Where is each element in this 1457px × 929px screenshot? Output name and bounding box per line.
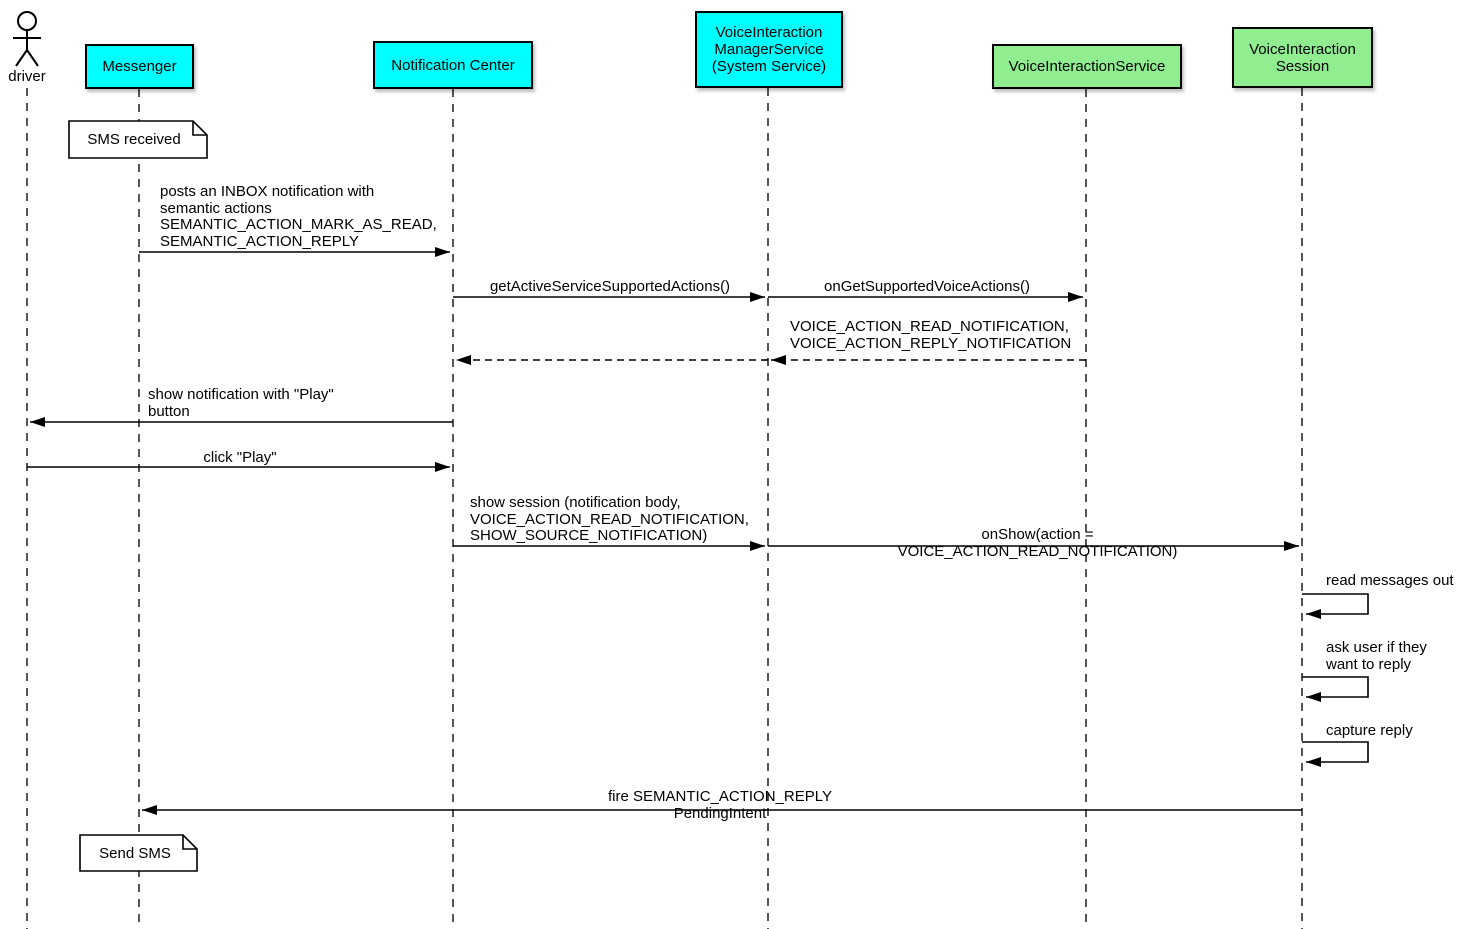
message-capture-reply: capture reply: [1326, 722, 1413, 739]
self-loop-capture-reply: [1302, 741, 1369, 767]
participant-voiceinteraction-service: VoiceInteractionService: [992, 44, 1182, 89]
self-loop-read-messages-out: [1302, 593, 1369, 619]
note-shape-sms-received: [68, 120, 208, 159]
actor-driver-icon: [13, 11, 41, 67]
participant-messenger: Messenger: [85, 44, 194, 89]
message-get-active-service-supported-actions: getActiveServiceSupportedActions(): [489, 278, 731, 295]
message-on-show: onShow(action = VOICE_ACTION_READ_NOTIFI…: [897, 526, 1178, 560]
participant-notification-center: Notification Center: [373, 41, 533, 89]
message-fire-semantic-action-reply: fire SEMANTIC_ACTION_REPLY PendingIntent: [608, 788, 832, 822]
note-shape-send-sms: [79, 834, 198, 872]
message-click-play: click "Play": [203, 449, 277, 466]
note-send-sms: Send SMS: [99, 844, 171, 862]
participant-voiceinteraction-session: VoiceInteraction Session: [1232, 27, 1373, 88]
message-read-messages-out: read messages out: [1326, 572, 1454, 589]
message-show-session: show session (notification body, VOICE_A…: [470, 494, 749, 544]
message-on-get-supported-voice-actions: onGetSupportedVoiceActions(): [824, 278, 1030, 295]
actor-driver-label: driver: [8, 68, 46, 85]
message-show-notification-play: show notification with "Play" button: [148, 386, 334, 420]
message-ask-user-reply: ask user if they want to reply: [1326, 639, 1427, 673]
message-return-voice-actions: VOICE_ACTION_READ_NOTIFICATION, VOICE_AC…: [790, 318, 1072, 352]
note-fold-send-sms: [182, 835, 197, 850]
note-fold-sms-received: [192, 121, 207, 136]
message-posts-inbox-notification: posts an INBOX notification with semanti…: [160, 183, 437, 250]
self-loop-ask-user-reply: [1302, 676, 1369, 702]
participant-voiceinteraction-manager-service: VoiceInteraction ManagerService (System …: [695, 11, 843, 88]
note-sms-received: SMS received: [87, 131, 181, 148]
